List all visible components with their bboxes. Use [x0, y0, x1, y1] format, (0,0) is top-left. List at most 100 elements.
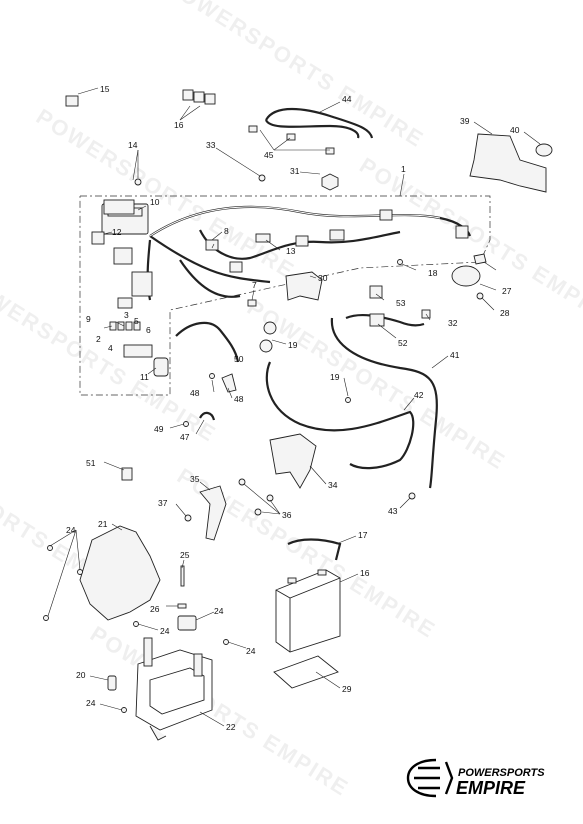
logo-mark [406, 758, 454, 798]
clip-50 [121, 467, 133, 481]
battery-17 [275, 569, 341, 653]
grommet-32 [321, 173, 339, 191]
callout-36: 35 [190, 474, 200, 484]
battery-tray-23 [135, 637, 213, 741]
callout-46: 47 [180, 432, 190, 442]
callout-47: 48 [234, 394, 244, 404]
bolt-19 [345, 397, 351, 403]
callout-29: 28 [500, 308, 510, 318]
callout-19: 18 [428, 268, 438, 278]
callout-37: 36 [282, 510, 292, 520]
connector-21 [107, 675, 117, 691]
callout-28: 27 [502, 286, 512, 296]
bolt-14 [134, 178, 142, 186]
callout-26: 25 [180, 550, 190, 560]
relay-25 [177, 615, 197, 631]
relay-12 [91, 231, 105, 245]
callout-39: 39 [460, 116, 470, 126]
callout-52: 53 [396, 298, 406, 308]
callout-32: 31 [290, 166, 300, 176]
unit-28 [451, 265, 481, 287]
callout-9: 9 [86, 314, 91, 324]
bolt-43 [408, 492, 416, 500]
svg-text:POWERSPORTS EMPIRE: POWERSPORTS EMPIRE [355, 152, 583, 332]
svg-text:POWERSPORTS EMPIRE: POWERSPORTS EMPIRE [0, 267, 221, 447]
sensor-53 [473, 253, 487, 265]
callout-30: 29 [342, 684, 352, 694]
lead-49 [175, 321, 240, 363]
relay-15 [65, 95, 79, 107]
brand-line1: POWERSPORTS [458, 767, 545, 779]
callout-50: 51 [86, 458, 96, 468]
part-7 [247, 299, 257, 307]
callout-15: 15 [100, 84, 110, 94]
bolt-26 [180, 565, 185, 587]
cover-22 [79, 525, 161, 621]
callout-19b: 19 [330, 372, 340, 382]
callout-48: 48 [190, 388, 200, 398]
callout-41: 41 [450, 350, 460, 360]
bolt-48b [183, 421, 189, 427]
callout-31: 30 [318, 273, 328, 283]
callout-34: 33 [206, 140, 216, 150]
brand-line2: EMPIRE [456, 778, 526, 798]
bolt-48 [209, 373, 215, 379]
bolt-19b [397, 259, 403, 265]
callout-6: 6 [146, 325, 151, 335]
bolt-24c [133, 621, 139, 627]
callout-18: 17 [358, 530, 368, 540]
part-27 [177, 603, 187, 609]
bracket-39 [469, 133, 547, 193]
svg-text:POWERSPORTS EMPIRE: POWERSPORTS EMPIRE [161, 0, 429, 152]
lead-42 [265, 361, 415, 470]
callout-42: 42 [414, 390, 424, 400]
callout-43: 43 [388, 506, 398, 516]
callout-21: 20 [76, 670, 86, 680]
callout-23: 22 [226, 722, 236, 732]
relay-10-block [103, 199, 135, 215]
fuse-set [109, 321, 141, 331]
connector-13 [255, 233, 271, 243]
bolt-29 [476, 292, 484, 300]
grommets-20 [259, 321, 277, 353]
callout-45: 45 [264, 150, 274, 160]
connectors-45 [248, 125, 335, 155]
callout-49: 50 [234, 354, 244, 364]
callout-3: 3 [124, 310, 129, 320]
callout-40: 40 [510, 125, 520, 135]
callout-4: 4 [108, 343, 113, 353]
bracket-36 [199, 485, 227, 541]
callout-7: 7 [252, 280, 257, 290]
callout-8: 8 [224, 226, 229, 236]
callout-27: 26 [150, 604, 160, 614]
callout-17: 16 [360, 568, 370, 578]
lead-41 [330, 317, 438, 489]
relay-40 [535, 143, 553, 157]
relay-52 [369, 285, 383, 299]
callout-25: 24 [214, 606, 224, 616]
callout-22: 21 [98, 519, 108, 529]
bolts-24 [43, 545, 83, 621]
callout-24a: 24 [66, 525, 76, 535]
bracket-35 [269, 433, 317, 489]
callout-14: 14 [128, 140, 138, 150]
relays-16 [182, 89, 216, 105]
callout-1: 1 [401, 164, 406, 174]
callout-16: 16 [174, 120, 184, 130]
callout-33: 32 [448, 318, 458, 328]
harness-group-outline [79, 195, 491, 396]
callout-24d: 24 [86, 698, 96, 708]
callout-35: 34 [328, 480, 338, 490]
callout-38: 37 [158, 498, 168, 508]
callout-13: 13 [286, 246, 296, 256]
grommets-37 [238, 478, 274, 516]
callout-2: 2 [96, 334, 101, 344]
strap-18 [287, 538, 342, 561]
bolt-24d [223, 639, 229, 645]
brand-logo: POWERSPORTS EMPIRE [406, 758, 545, 798]
callout-24c: 24 [246, 646, 256, 656]
callout-48b: 49 [154, 424, 164, 434]
bolt-34 [258, 174, 266, 182]
strap-46 [199, 411, 216, 421]
